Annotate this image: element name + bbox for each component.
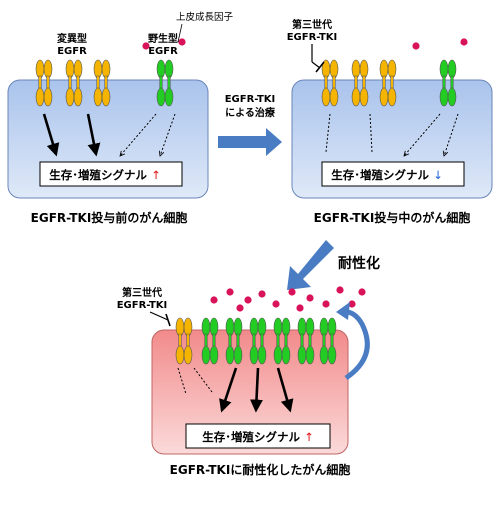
signal-arrow-dotted — [444, 113, 459, 156]
egf-ligand — [178, 38, 186, 46]
svg-text:生存･増殖シグナル ↑: 生存･増殖シグナル ↑ — [49, 168, 160, 182]
mutant-egfr-group — [35, 59, 111, 107]
mutant-egfr-receptor — [175, 317, 193, 365]
wildtype-egfr-group — [201, 317, 337, 365]
egf-ligand — [288, 288, 296, 296]
label-drug-line1: 第三世代 — [122, 286, 162, 299]
label-mutant-egfr-line1: 変異型 — [57, 32, 87, 45]
label-mutant-egfr-line2: EGFR — [57, 46, 87, 57]
treatment-arrow — [218, 128, 282, 156]
wildtype-egfr-receptor — [225, 317, 243, 365]
label-egf: 上皮成長因子 — [176, 11, 234, 23]
mutant-egfr-receptor — [93, 59, 111, 107]
panel-before: 変異型 EGFR 野生型 EGFR 上皮成長因子 生存･増殖シグナル ↑ EGF… — [7, 11, 234, 225]
wildtype-egfr-receptor — [156, 59, 174, 107]
signal-box — [185, 423, 331, 449]
signal-arrow-dotted — [193, 367, 213, 393]
signal-arrow-dotted — [177, 367, 187, 395]
wildtype-egfr-receptor — [439, 59, 457, 107]
egf-ligand — [322, 300, 330, 308]
mutant-egfr-receptor — [351, 59, 369, 107]
egf-ligand — [272, 300, 280, 308]
treatment-label-line1: EGFR-TKI — [225, 94, 276, 105]
signal-up-arrow: ↑ — [304, 430, 314, 444]
egf-ligand — [358, 288, 366, 296]
resistance-arrow — [287, 240, 334, 290]
egf-ligand-group — [142, 38, 186, 50]
mutant-egfr-receptor — [65, 59, 83, 107]
egf-pointer-line — [177, 23, 183, 43]
wildtype-egfr-receptor — [273, 317, 291, 365]
signal-box — [321, 161, 465, 187]
mutant-egfr-receptor — [321, 59, 339, 107]
svg-text:生存･増殖シグナル ↑: 生存･増殖シグナル ↑ — [202, 430, 313, 444]
label-wildtype-egfr-line1: 野生型 — [148, 32, 178, 45]
feedback-arrowhead — [336, 302, 350, 320]
panel-during: 第三世代 EGFR-TKI 生存･増殖シグナル ↓ EGFR-TKI投与中のがん… — [287, 18, 493, 225]
signal-arrow-solid — [219, 367, 238, 413]
egf-ligand — [244, 296, 252, 304]
panel-resistant: 第三世代 EGFR-TKI 生存･増殖シグナル ↑ EGFR-TKIに耐性化した… — [117, 286, 370, 477]
egf-ligand — [142, 42, 150, 50]
signal-down-arrow: ↓ — [433, 168, 443, 182]
caption-before: EGFR-TKI投与前のがん細胞 — [31, 210, 188, 225]
label-drug-line1: 第三世代 — [292, 18, 332, 31]
wildtype-egfr-receptor — [249, 317, 267, 365]
tki-inhibitor-symbol — [149, 311, 171, 327]
egf-ligand — [412, 42, 420, 50]
caption-during: EGFR-TKI投与中のがん細胞 — [314, 210, 471, 225]
egf-ligand — [226, 288, 234, 296]
egf-ligand — [460, 38, 468, 46]
egf-ligand-group — [412, 38, 468, 50]
label-drug-line2: EGFR-TKI — [287, 32, 338, 43]
label-wildtype-egfr-line2: EGFR — [148, 46, 178, 57]
signal-arrow-dotted — [160, 113, 176, 156]
svg-text:生存･増殖シグナル ↓: 生存･増殖シグナル ↓ — [331, 168, 442, 182]
signal-arrow-dotted — [120, 113, 157, 156]
wildtype-egfr-receptor — [201, 317, 219, 365]
egf-ligand — [258, 290, 266, 298]
wildtype-egfr-group — [439, 59, 457, 107]
treatment-label-line2: による治療 — [225, 106, 275, 119]
signal-text: 生存･増殖シグナル — [202, 430, 300, 444]
signal-arrow-solid — [42, 113, 60, 157]
egf-ligand — [296, 304, 304, 312]
signal-arrow-solid — [86, 113, 101, 157]
egf-ligand — [306, 294, 314, 302]
egf-ligand — [236, 304, 244, 312]
signal-up-arrow: ↑ — [151, 168, 161, 182]
egf-ligand — [348, 300, 356, 308]
signal-text: 生存･増殖シグナル — [49, 168, 147, 182]
signal-arrow-dotted — [404, 113, 441, 156]
wildtype-egfr-group — [156, 59, 174, 107]
mutant-egfr-group — [321, 59, 397, 107]
egf-ligand — [336, 286, 344, 294]
signal-text: 生存･増殖シグナル — [331, 168, 429, 182]
wildtype-egfr-receptor — [319, 317, 337, 365]
signal-box — [39, 161, 183, 187]
wildtype-egfr-receptor — [297, 317, 315, 365]
signal-arrow-solid — [276, 367, 294, 413]
mutant-egfr-receptor — [379, 59, 397, 107]
egf-ligand — [210, 296, 218, 304]
caption-resistant: EGFR-TKIに耐性化したがん細胞 — [170, 462, 351, 477]
mutant-egfr-receptor — [35, 59, 53, 107]
feedback-curved-arrow — [341, 309, 370, 381]
resistance-label: 耐性化 — [338, 255, 380, 272]
signal-arrow-solid — [250, 367, 263, 413]
label-drug-line2: EGFR-TKI — [117, 300, 168, 311]
egf-ligand-group — [210, 286, 366, 312]
transition-resistance: 耐性化 — [287, 240, 380, 290]
tki-inhibitor-symbol — [311, 44, 325, 73]
mutant-egfr-group — [175, 317, 193, 365]
transition-treatment: EGFR-TKI による治療 — [218, 94, 282, 156]
